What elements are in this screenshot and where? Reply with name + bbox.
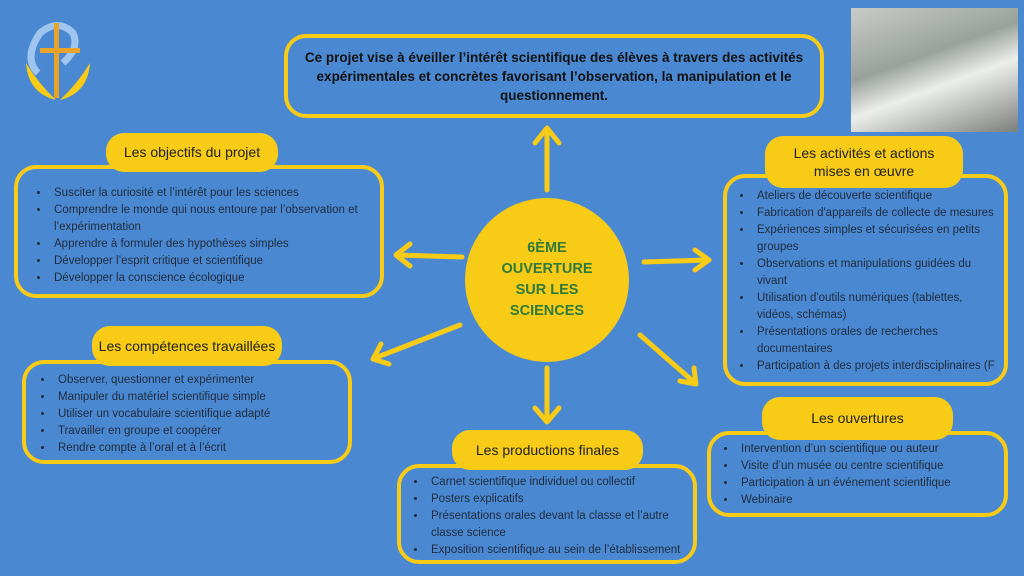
- arrow-lower-left-icon: [370, 322, 463, 367]
- arrow-lower-right-icon: [637, 332, 699, 387]
- list-item: Rendre compte à l’oral et à l’écrit: [54, 440, 342, 457]
- objectifs-box: Susciter la curiosité et l’intérêt pour …: [14, 165, 384, 298]
- list-item: Participation à des projets interdiscipl…: [753, 358, 1000, 375]
- list-item: Webinaire: [737, 492, 1000, 509]
- center-line: 6ÈME: [527, 240, 567, 256]
- list-item: Susciter la curiosité et l’intérêt pour …: [50, 185, 370, 202]
- competences-box: Observer, questionner et expérimenterMan…: [22, 360, 352, 464]
- list-item: Travailler en groupe et coopérer: [54, 423, 342, 440]
- students-photo: [851, 8, 1018, 132]
- list-item: Manipuler du matériel scientifique simpl…: [54, 389, 342, 406]
- list-item: Présentations orales devant la classe et…: [427, 508, 689, 542]
- center-line: SCIENCES: [509, 303, 585, 319]
- list-item: Intervention d’un scientifique ou auteur: [737, 441, 1000, 458]
- list-item: Utilisation d'outils numériques (tablett…: [753, 290, 1000, 324]
- list-item: Visite d’un musée ou centre scientifique: [737, 458, 1000, 475]
- school-logo: [26, 22, 90, 100]
- activites-title: Les activités et actions mises en œuvre: [765, 136, 963, 188]
- arrow-right-icon: [641, 247, 712, 273]
- competences-title: Les compétences travaillées: [92, 326, 282, 366]
- list-item: Ateliers de découverte scientifique: [753, 188, 1000, 205]
- list-item: Présentations orales de recherches docum…: [753, 324, 1000, 358]
- ouvertures-title: Les ouvertures: [762, 397, 953, 440]
- arrow-up-icon: [532, 125, 562, 193]
- productions-title: Les productions finales: [452, 430, 643, 470]
- list-item: Comprendre le monde qui nous entoure par…: [50, 202, 370, 236]
- arrow-left-icon: [393, 241, 465, 269]
- list-item: Fabrication d'appareils de collecte de m…: [753, 205, 1000, 222]
- arrow-down-icon: [532, 365, 562, 425]
- list-item: Apprendre à formuler des hypothèses simp…: [50, 236, 370, 253]
- center-line: OUVERTURE: [501, 261, 593, 277]
- list-item: Posters explicatifs: [427, 491, 689, 508]
- list-item: Développer l’esprit critique et scientif…: [50, 253, 370, 270]
- center-title: 6ÈME OUVERTURE SUR LES SCIENCES: [465, 198, 629, 362]
- list-item: Observations et manipulations guidées du…: [753, 256, 1000, 290]
- list-item: Exposition scientifique au sein de l’éta…: [427, 542, 689, 559]
- intro-text: Ce projet vise à éveiller l’intérêt scie…: [304, 49, 804, 103]
- list-item: Expériences simples et sécurisées en pet…: [753, 222, 1000, 256]
- center-line: SUR LES: [515, 282, 579, 298]
- list-item: Participation à un événement scientifiqu…: [737, 475, 1000, 492]
- list-item: Utiliser un vocabulaire scientifique ada…: [54, 406, 342, 423]
- productions-box: Carnet scientifique individuel ou collec…: [397, 464, 697, 564]
- activites-box: Ateliers de découverte scientifiqueFabri…: [723, 174, 1008, 386]
- objectifs-title: Les objectifs du projet: [106, 133, 278, 172]
- ouvertures-box: Intervention d’un scientifique ou auteur…: [707, 431, 1008, 517]
- list-item: Développer la conscience écologique: [50, 270, 370, 287]
- list-item: Observer, questionner et expérimenter: [54, 372, 342, 389]
- project-intro-box: Ce projet vise à éveiller l’intérêt scie…: [284, 34, 824, 118]
- list-item: Carnet scientifique individuel ou collec…: [427, 474, 689, 491]
